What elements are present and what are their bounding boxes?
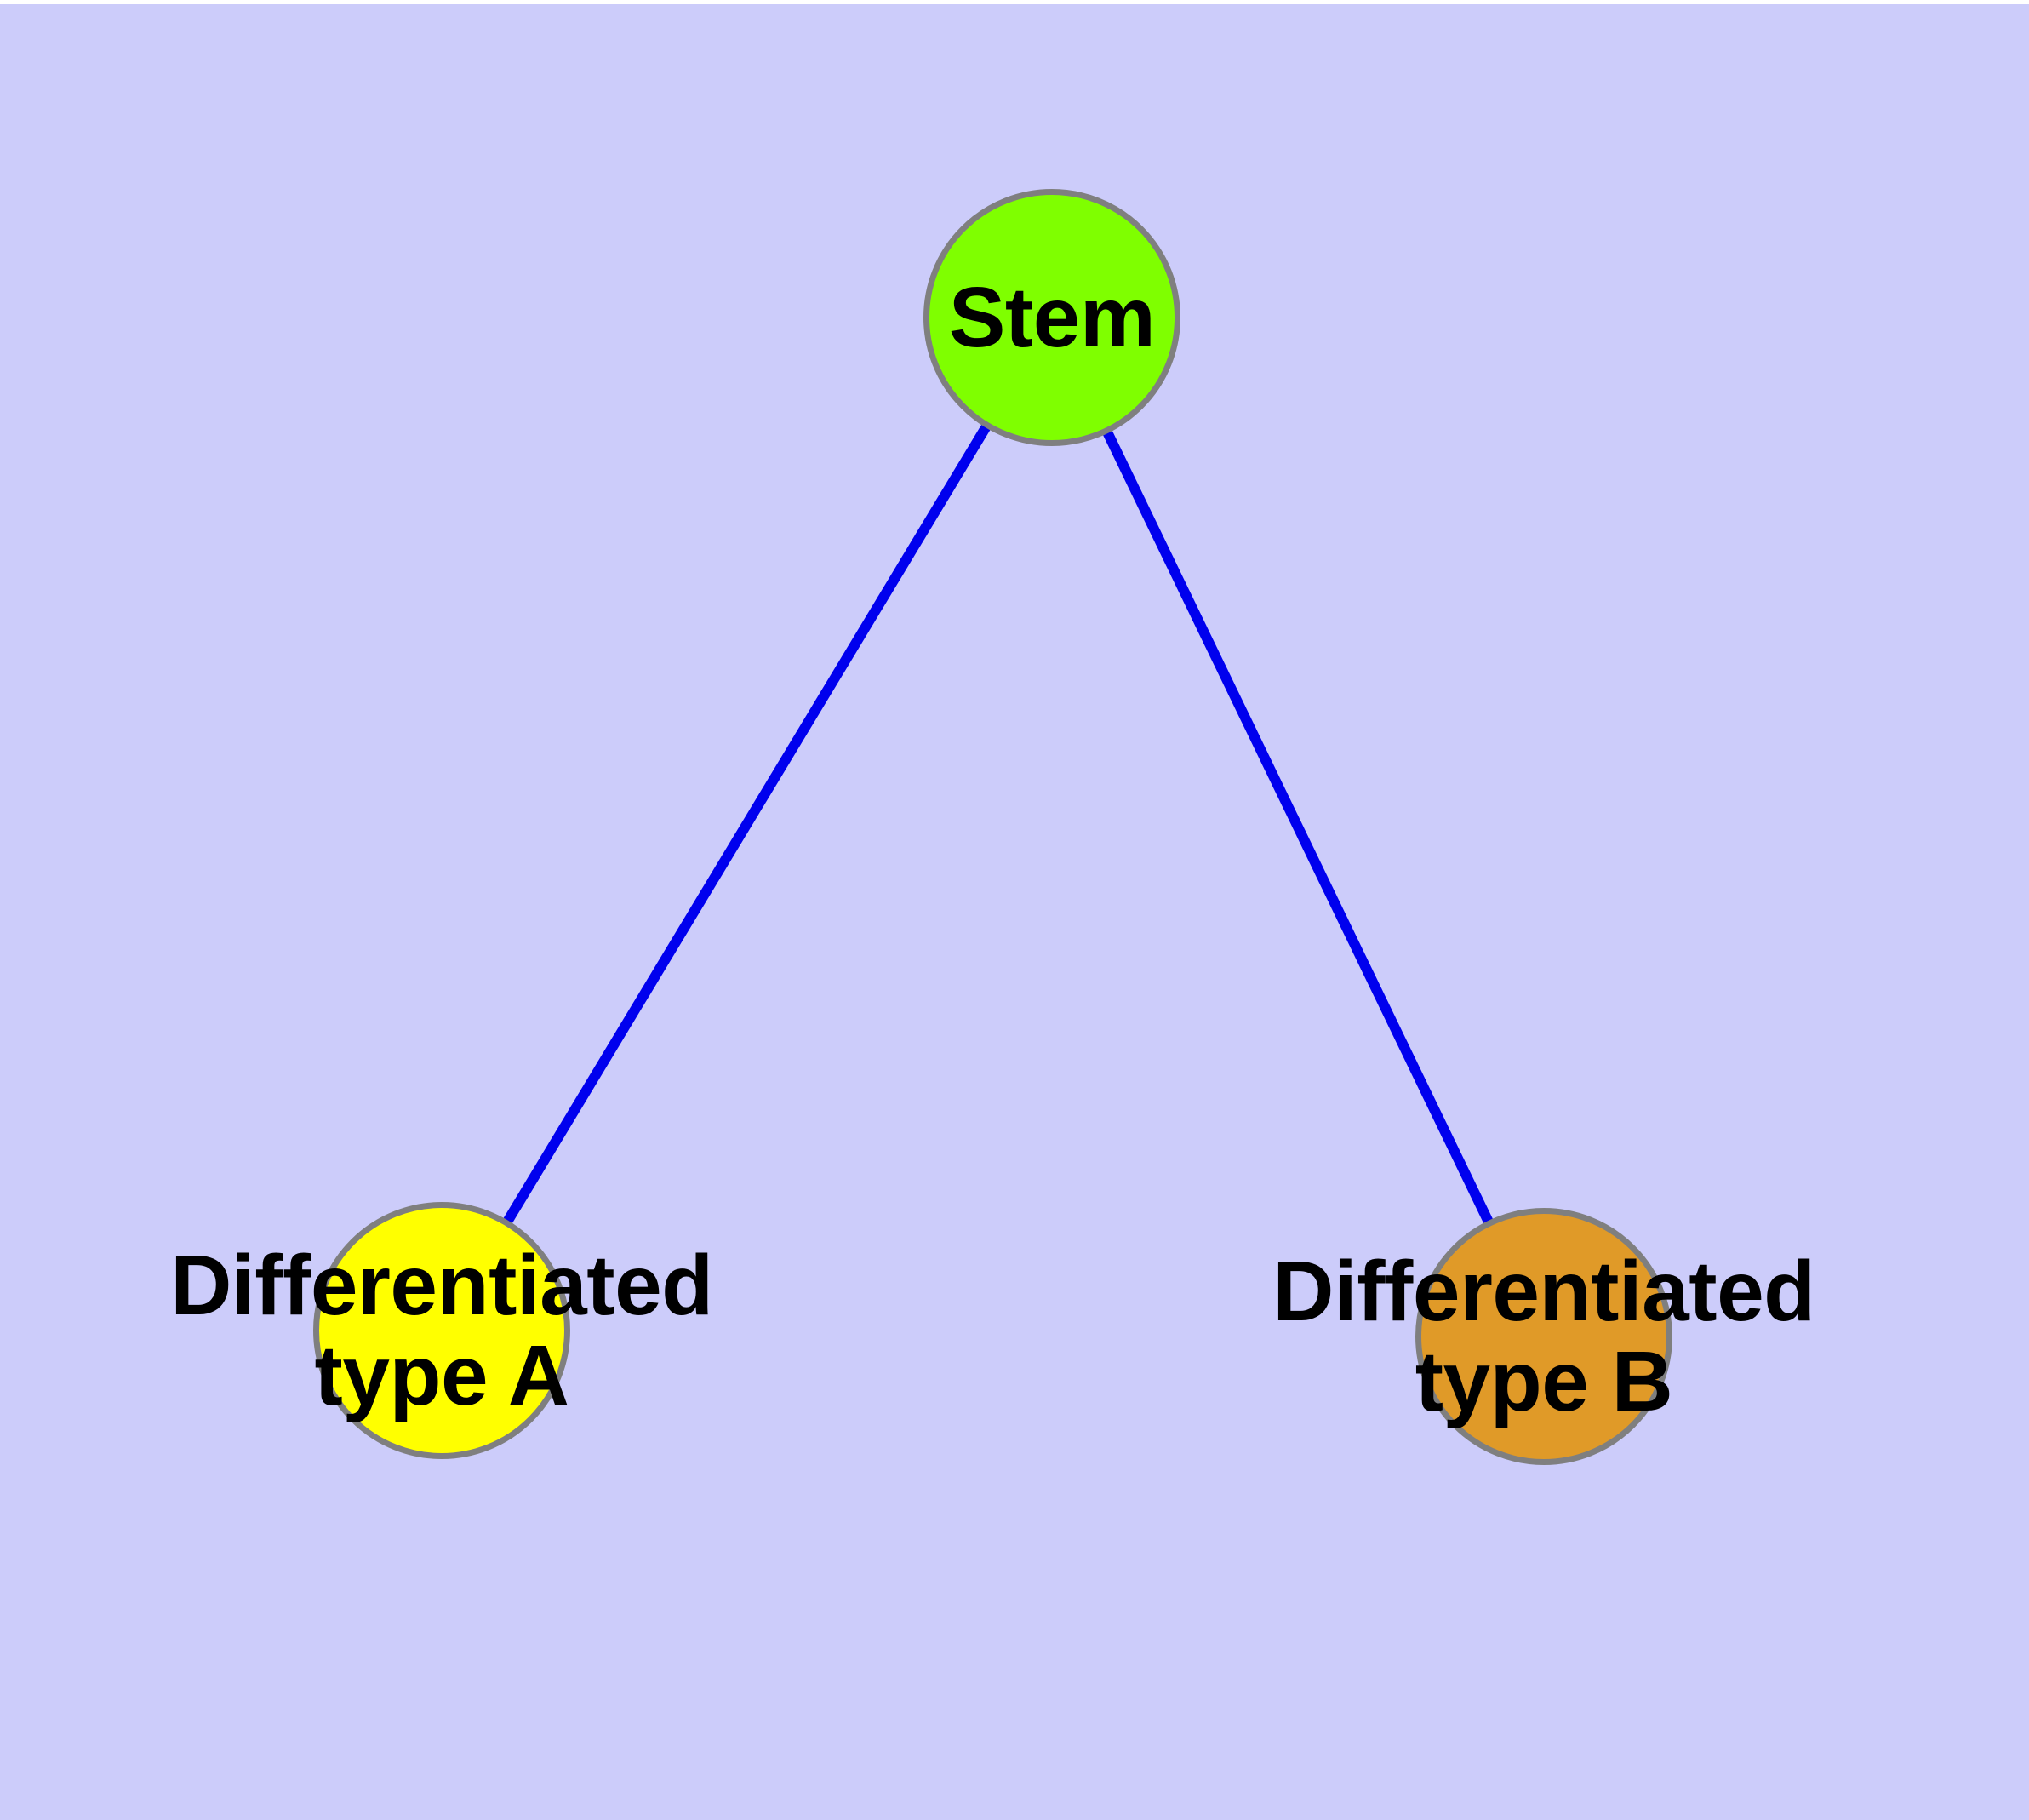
node-differentiated-type-a[interactable] <box>313 1202 570 1459</box>
edge-stem-to-differentiated-type-b[interactable] <box>1101 427 1495 1227</box>
node-differentiated-type-b[interactable] <box>1415 1208 1672 1465</box>
edge-layer <box>501 421 1495 1227</box>
graph-plot-area: Stem Differentiated type A Differentiate… <box>0 4 2029 1820</box>
node-layer: Stem Differentiated type A Differentiate… <box>0 4 2029 1820</box>
edge-stem-to-differentiated-type-a[interactable] <box>501 421 992 1227</box>
node-stem[interactable] <box>923 189 1180 446</box>
